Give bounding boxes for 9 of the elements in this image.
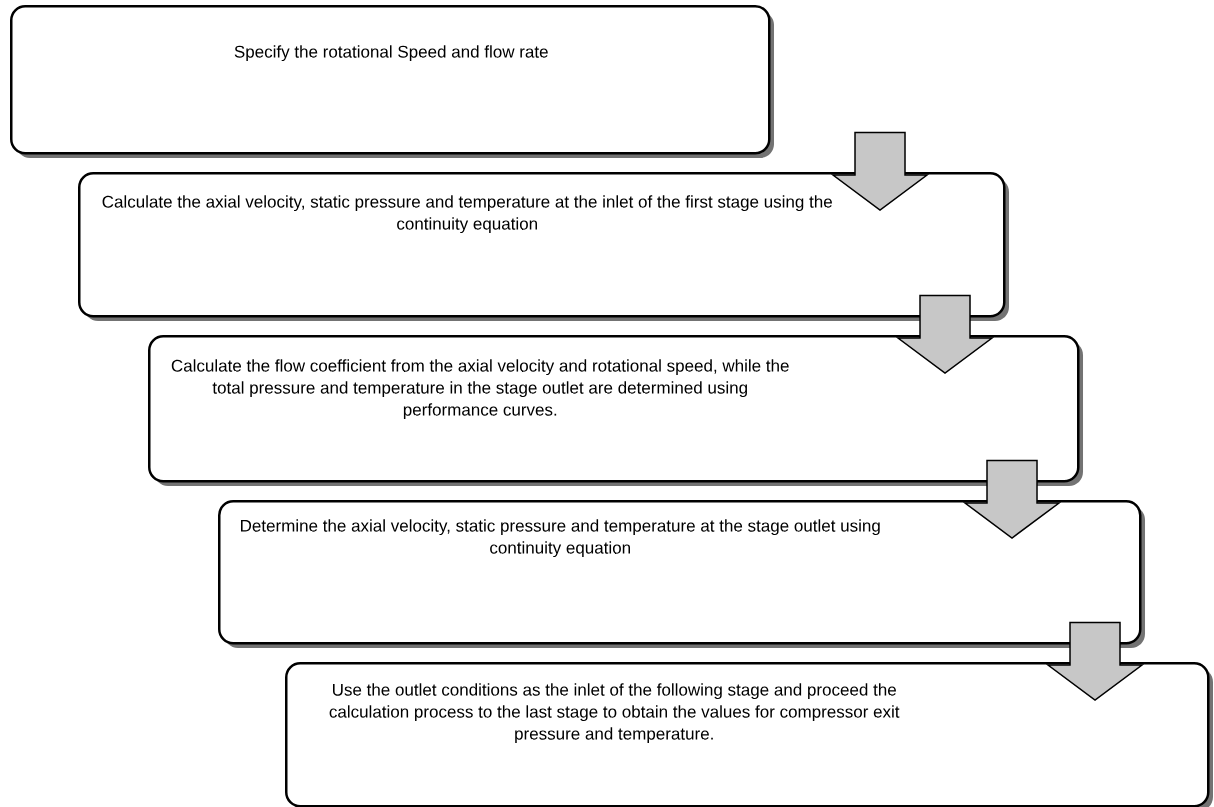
process-box: Calculate the axial velocity, static pressure and temperature at the inlet of the first stage using the continuity equation [78, 172, 1009, 321]
block-arrow [962, 459, 1062, 539]
process-box: Determine the axial velocity, static pressure and temperature at the stage outlet using continuity equation [218, 500, 1145, 648]
process-box: Calculate the flow coefficient from the axial velocity and rotational speed, while the total pressure and temperature in the stage outlet are determined using performance curves. [148, 335, 1083, 486]
block-arrow [895, 294, 995, 374]
block-arrow [830, 131, 930, 211]
process-box: Use the outlet conditions as the inlet of the following stage and proceed the calculation process to the last stage to obtain the values for compressor exit pressure and temperature. [285, 662, 1213, 807]
block-arrow [1045, 621, 1145, 701]
process-box: Specify the rotational Speed and flow rate [10, 5, 774, 158]
